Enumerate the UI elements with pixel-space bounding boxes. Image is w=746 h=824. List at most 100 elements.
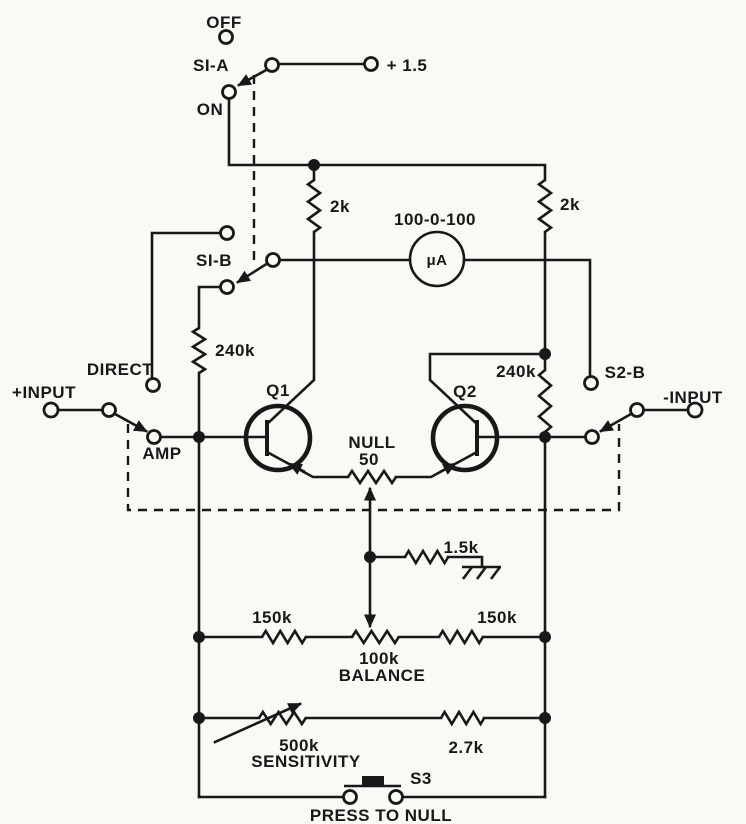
junction-dot [539,431,551,443]
label-2.7k: 2.7k [448,738,483,757]
q1-emitter-arrow [288,462,306,475]
resistor-1.5k [403,548,450,566]
label-100k: 100k [359,649,399,668]
wire [265,230,316,426]
q2-emitter-arrow [439,462,457,475]
junction-dot [193,431,205,443]
wire [462,258,592,378]
s1b-amp-contact [219,279,235,295]
direct-contact [145,377,161,393]
resistor-240k-right [537,369,553,433]
label-balance: BALANCE [339,666,426,685]
meter-body [408,230,466,288]
junction-dot [539,712,551,724]
q2-body [430,403,500,473]
label-minus-input: -INPUT [663,388,723,407]
label-s1b: SI-B [196,251,232,270]
wire [394,450,479,479]
label-on: ON [197,100,224,119]
label-sensitivity: SENSITIVITY [251,752,361,771]
label-amp: AMP [142,444,181,463]
s2b-pivot-contact [629,402,645,418]
s2b-upper-contact [583,375,599,391]
resistor-150k-right [437,628,485,646]
resistor-2.7k [439,709,486,727]
junction-dot [193,712,205,724]
label-meter-scale: 100-0-100 [394,210,476,229]
label-2k-left: 2k [330,197,350,216]
s1b-pivot-contact [265,252,281,268]
label-off: OFF [206,13,242,32]
label-s2b: S2-B [605,363,646,382]
microammeter [408,230,466,288]
junction-dot [308,159,320,171]
plus-1.5-terminal [363,56,379,72]
label-plus-1.5: + 1.5 [387,56,428,75]
wire [428,352,547,426]
s1a-pivot-contact [264,57,280,73]
potentiometer-100k-balance [350,628,400,646]
s2b-lower-contact [584,429,600,445]
q1-body [243,403,313,473]
resistor-2k-right [536,178,554,234]
junction-dot [539,631,551,643]
s2b-arm [599,412,633,433]
s3-right-contact [388,789,404,805]
amp-contact [146,429,162,445]
label-150k-left: 150k [252,608,292,627]
label-null: NULL [348,433,395,452]
transistor-q1 [243,403,313,475]
label-240k-right: 240k [496,362,536,381]
adjust-arrows [213,487,376,744]
transistor-q2 [430,403,500,475]
junction-dot [539,348,551,360]
labels: OFF SI-A + 1.5 ON 2k 2k 100-0-100 μA SI-… [12,13,723,824]
potentiometer-null-50 [346,468,398,486]
label-s3: S3 [410,769,432,788]
label-meter-unit: μA [426,252,447,269]
s3-left-contact [342,789,358,805]
label-plus-input: +INPUT [12,383,76,402]
resistor-2k-left [305,178,323,234]
resistor-150k-left [260,628,308,646]
switch-arms [113,67,633,433]
wire [197,285,222,330]
resistor-240k-left [190,326,208,375]
s1b-arm [236,261,270,284]
junction-dot [193,631,205,643]
label-500k: 500k [279,736,319,755]
label-1.5k: 1.5k [443,538,478,557]
s3-button-cap [362,776,384,786]
label-s1a: SI-A [193,56,229,75]
ground-symbol [461,565,502,580]
s1a-on-contact [221,84,237,100]
press-to-null-button [344,776,401,788]
minus-input-terminal [686,401,704,419]
s2a-pivot-contact [101,402,117,418]
junction-dot [364,551,376,563]
s1b-direct-contact [219,225,235,241]
label-null-value: 50 [359,450,379,469]
potentiometer-500k-sensitivity [257,709,307,727]
wire [227,97,547,182]
wires [56,62,690,799]
s2a-arm [113,412,148,433]
label-150k-right: 150k [477,608,517,627]
s1a-off-contact [218,29,234,45]
contacts [42,29,704,805]
wire [150,231,222,380]
label-q1: Q1 [266,381,290,400]
wire [265,450,350,479]
label-press-to-null: PRESS TO NULL [310,806,452,824]
plus-input-terminal [42,401,60,419]
resistors [190,178,554,727]
label-2k-right: 2k [560,195,580,214]
label-q2: Q2 [453,382,477,401]
wire [446,555,484,569]
label-direct: DIRECT [87,360,153,379]
sensitivity-adjust-arrow [213,702,302,744]
s1a-arm [237,67,270,87]
label-240k-left: 240k [215,341,255,360]
